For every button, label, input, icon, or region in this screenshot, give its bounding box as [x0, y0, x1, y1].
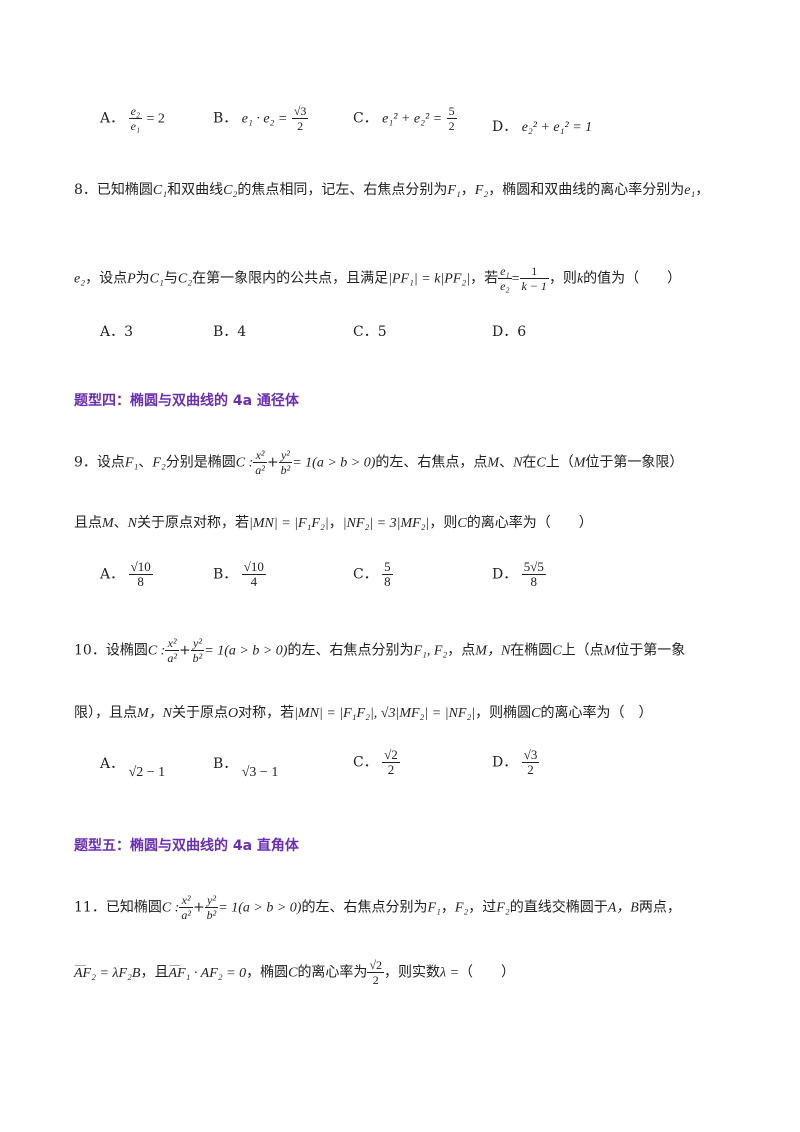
section-heading-5: 题型五：椭圆与双曲线的 4a 直角体 [74, 838, 299, 854]
q7-option-b-fraction: √3 2 [291, 104, 309, 133]
q8-option-b: B．4 [213, 324, 247, 340]
q11-line-2: AF₂ = λF₂B，且AF₁ · AF₂ = 0，椭圆C的离心率为√22，则实… [74, 955, 515, 988]
q8-option-d: D．6 [492, 324, 527, 340]
q7-option-c: C． e₁² + e₂² = 5 2 [353, 104, 457, 133]
q7-option-b: B． e₁ · e₂ = √3 2 [213, 104, 309, 133]
q8-line-1: 8．已知椭圆C₁和双曲线C₂的焦点相同，记左、右焦点分别为F₁，F₂，椭圆和双曲… [74, 182, 710, 198]
q7-option-d: D． e₂² + e₁² = 1 [492, 119, 593, 135]
q7-option-a-fraction: e₂ e₁ [128, 104, 143, 133]
q7-option-a: A． e₂ e₁ = 2 [100, 104, 165, 133]
q8-option-a: A．3 [100, 324, 134, 340]
section-heading-4: 题型四：椭圆与双曲线的 4a 通径体 [74, 393, 299, 409]
q7-option-a-label: A． [100, 110, 125, 127]
q10-option-a: A． √2 − 1 [100, 756, 166, 780]
q7-option-c-fraction: 5 2 [446, 104, 457, 133]
q9-line-2: 且点M、N关于原点对称，若|MN| = |F₁F₂|，|NF₂| = 3|MF₂… [74, 515, 593, 531]
q10-option-b: B． √3 − 1 [213, 756, 279, 780]
q10-line-2: 限），且点M，N关于原点O对称，若|MN| = |F₁F₂|, √3|MF₂| … [74, 705, 653, 721]
q8-line-2: e₂，设点P为C₁与C₂在第一象限内的公共点，且满足|PF₁| = k|PF₂|… [74, 264, 682, 293]
q8-option-c: C．5 [353, 324, 387, 340]
